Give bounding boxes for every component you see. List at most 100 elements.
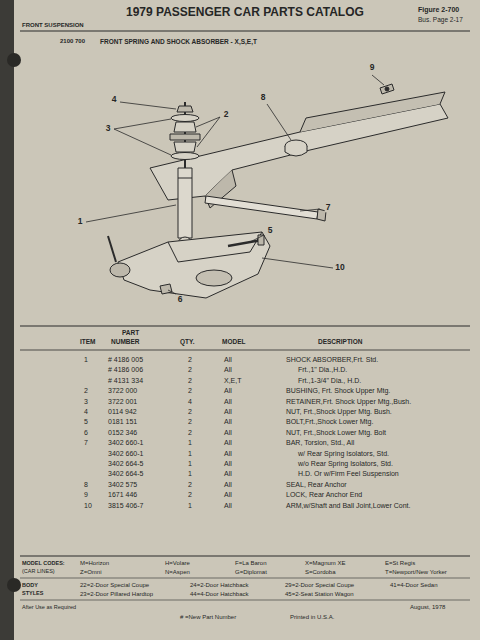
model-code: All [224,418,232,426]
leader-lines [86,75,384,294]
model-code-key: N=Aspen [165,569,190,576]
quantity: 1 [188,502,192,510]
body-style-key: 45=2-Seat Station Wagon [285,591,354,598]
model-code-key: F=La Baron [235,560,267,567]
footer-date: August, 1978 [410,604,445,611]
upper-bushing [174,122,196,132]
lower-bolt [228,240,262,246]
binder-ring [7,578,21,592]
item-number: 9 [84,491,88,499]
quantity: 2 [188,356,192,364]
ball-joint-stud [108,236,116,262]
footer-heading: MODEL CODES: [22,560,65,566]
part-description: BUSHING, Frt. Shock Upper Mtg. [286,387,390,395]
lower-bushing [174,142,196,152]
part-number: 3402 660-1 [108,439,143,447]
quantity: 1 [188,460,192,468]
lower-retainer [171,153,199,160]
body-style-key: 24=2-Door Hatchback [190,582,249,589]
arm-pocket [196,270,232,286]
model-code: All [224,439,232,447]
part-description: RETAINER,Frt. Shock Upper Mtg.,Bush. [286,398,411,406]
model-code: All [224,387,232,395]
part-description: NUT, Frt.,Shock Lower Mtg. Bolt [286,429,386,437]
anchor-seal-body [285,146,307,156]
item-number: 5 [84,418,88,426]
item-number: 3 [84,398,88,406]
item-number: 10 [84,502,92,510]
model-code-key: Z=Omni [80,569,102,576]
quantity: 1 [188,450,192,458]
part-description: LOCK, Rear Anchor End [286,491,362,499]
part-description: BAR, Torsion, Std., All [286,439,354,447]
anchor-lock [380,84,394,94]
callout-number: 3 [105,124,112,133]
part-description: Frt.,1-3/4" Dia., H.D. [298,377,361,385]
shock-body [178,168,192,238]
column-heading: PART [122,329,139,336]
quantity: 2 [188,481,192,489]
quantity: 2 [188,387,192,395]
callout-number: 9 [369,63,376,72]
part-number: 3402 575 [108,481,137,489]
footer-note: Printed in U.S.A. [290,614,334,621]
suspension-drawing [108,84,448,298]
part-description: w/o Rear Spring Isolators, Std. [298,460,393,468]
part-number: 0181 151 [108,418,137,426]
figure-title: FRONT SPRING AND SHOCK ABSORBER - X,S,E,… [100,38,257,45]
body-style-key: 22=2-Door Special Coupe [80,582,149,589]
item-number: 2 [84,387,88,395]
part-number: 0152 346 [108,429,137,437]
column-heading: ITEM [80,338,96,345]
group-number: 2100 700 [60,38,85,45]
item-number: 6 [84,429,88,437]
part-number: 1671 446 [108,491,137,499]
callout-number: 2 [223,110,230,119]
quantity: 2 [188,377,192,385]
body-style-key: 41=4-Door Sedan [390,582,438,589]
part-number: # 4131 334 [108,377,143,385]
anchor-lock-hole [385,87,389,91]
model-code: All [224,429,232,437]
model-code: All [224,398,232,406]
arm-rib [168,232,262,262]
callout-number: 6 [177,295,184,304]
model-code-key: E=St Regis [385,560,415,567]
part-description: w/ Rear Spring Isolators, Std. [298,450,389,458]
upper-nut [177,106,193,112]
quantity: 2 [188,408,192,416]
page-reference: Bus. Page 2-17 [418,16,463,23]
part-description: NUT, Frt.,Shock Upper Mtg. Bush. [286,408,392,416]
quantity: 2 [188,366,192,374]
rules [20,31,470,600]
callout-number: 4 [111,95,118,104]
torsion-bar [205,196,318,219]
model-code: All [224,450,232,458]
part-number: 3402 664-5 [108,470,143,478]
lower-nut [160,284,172,294]
model-code-key: H=Volare [165,560,190,567]
part-description: SEAL, Rear Anchor [286,481,347,489]
part-number: 3402 660-1 [108,450,143,458]
quantity: 2 [188,429,192,437]
column-heading: DESCRIPTION [318,338,362,345]
model-code: All [224,491,232,499]
shock-seam [178,178,192,179]
model-code-key: T=Newport/New Yorker [385,569,447,576]
part-description: SHOCK ABSORBER,Frt. Std. [286,356,378,364]
frame-flange [300,92,445,132]
callout-number: 10 [334,263,345,272]
body-style-key: 44=4-Door Hatchback [190,591,249,598]
footer-note: # =New Part Number [180,614,236,621]
ball-joint [110,263,130,277]
callout-number: 7 [325,203,332,212]
model-code: All [224,366,232,374]
quantity: 1 [188,470,192,478]
column-heading: QTY. [180,338,194,345]
shock-tower-plate [170,134,200,140]
part-number: 3815 406-7 [108,502,143,510]
column-heading: MODEL [222,338,245,345]
item-number: 7 [84,439,88,447]
